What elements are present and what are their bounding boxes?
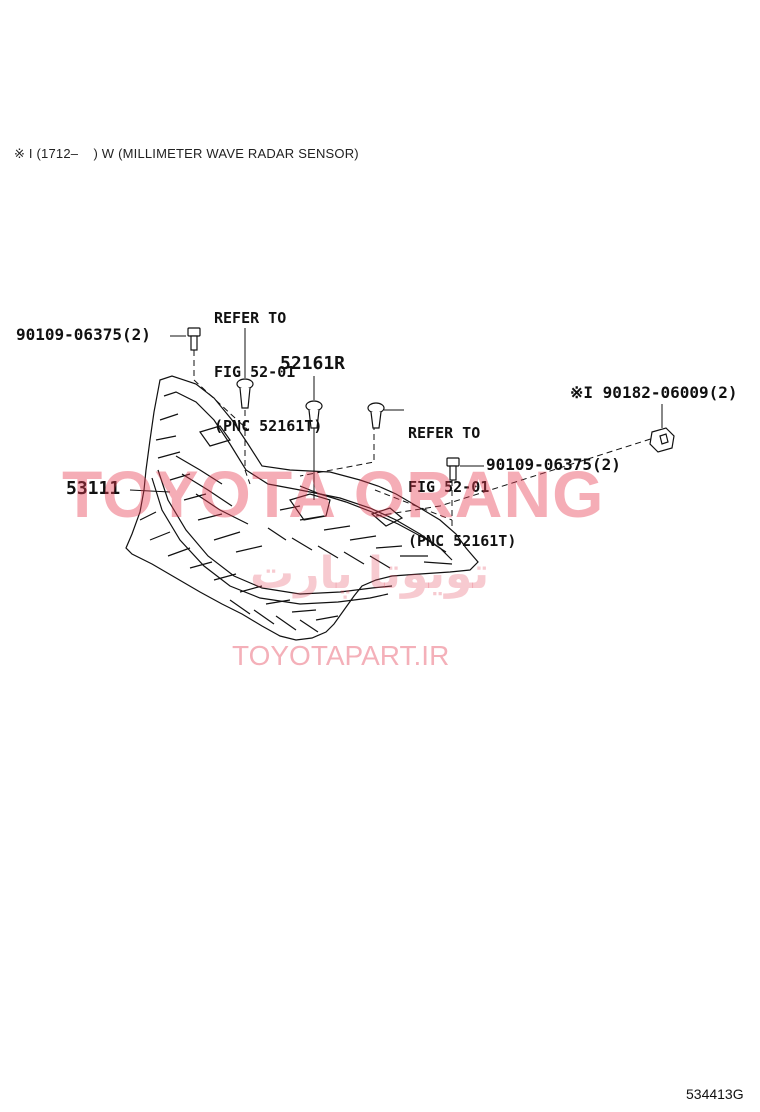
refer-note-right: REFER TO FIG 52-01 (PNC 52161T) [408,388,516,568]
refer-left-line2: FIG 52-01 [214,363,296,381]
applicability-note: ※ I (1712– ) W (MILLIMETER WAVE RADAR SE… [14,146,359,161]
refer-right-line3: (PNC 52161T) [408,532,517,550]
bolt-icon-right [446,457,460,481]
refer-right-line2: FIG 52-01 [408,478,490,496]
radiator-grille-53111-outline [125,375,479,641]
figure-number: 534413G [686,1086,744,1102]
clip-icon-left [236,378,254,409]
watermark-persian: تویوتا پارت [250,548,490,599]
clip-icon-emblem [305,400,323,429]
refer-left-line1: REFER TO [214,309,287,327]
label-grille: 53111 [66,478,121,499]
refer-right-line1: REFER TO [408,424,481,442]
label-emblem: 52161R [280,353,346,374]
watermark-url: TOYOTAPART.IR [232,640,450,671]
label-bolt-left: 90109-06375(2) [16,325,151,344]
clip-icon-right [367,402,385,429]
refer-note-left: REFER TO FIG 52-01 (PNC 52161T) [214,273,322,453]
refer-left-line3: (PNC 52161T) [214,417,323,435]
bolt-icon-left [187,327,201,351]
watermark-main: TOYOTA ORANG [62,457,605,531]
leader-53111 [129,489,171,493]
label-bolt-right: 90109-06375(2) [486,455,621,474]
nut-icon-sensor [649,427,675,453]
label-sensor-part: ※I 90182-06009(2) [570,383,738,402]
